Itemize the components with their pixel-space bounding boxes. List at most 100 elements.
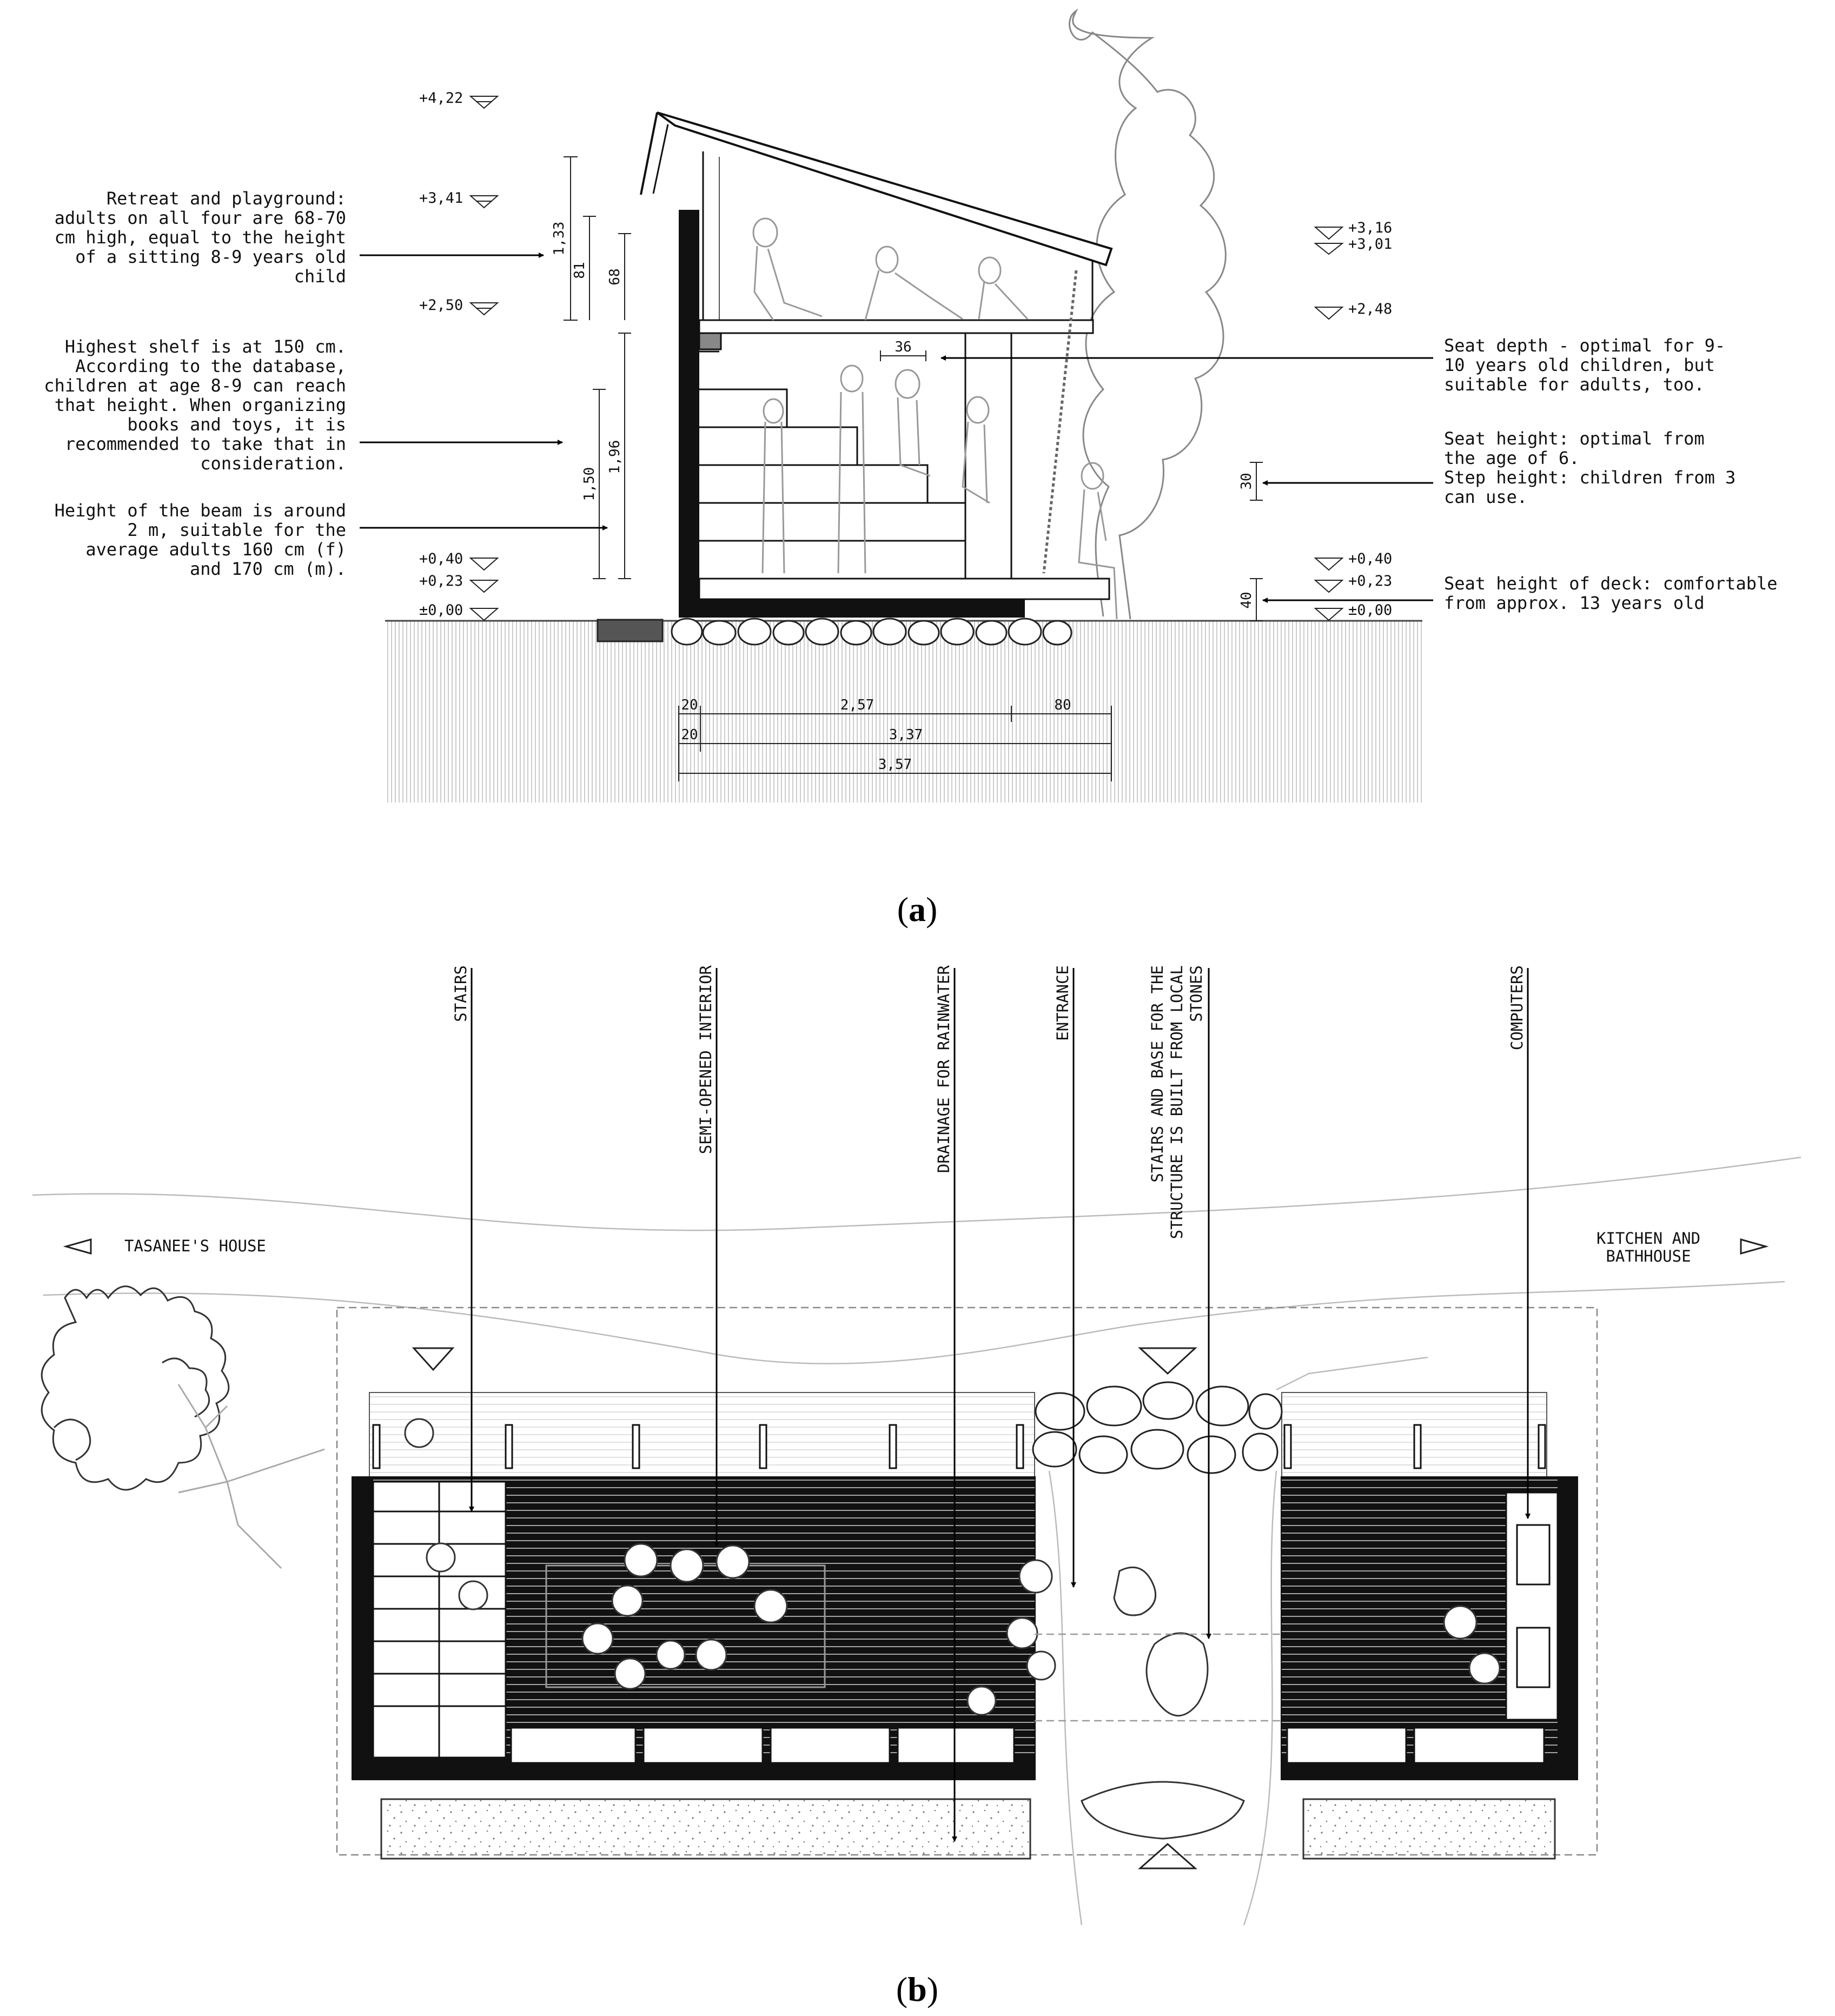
section-arrows <box>360 253 1433 603</box>
note-left-line: cm high, equal to the height <box>55 227 346 248</box>
note-left-line: recommended to take that in <box>65 434 346 454</box>
caption-a: (a) <box>897 890 938 929</box>
entrance-stones <box>1032 1381 1283 1474</box>
note-right-line: from approx. 13 years old <box>1444 593 1705 613</box>
plan-label-semi-opened: SEMI-OPENED INTERIOR <box>697 965 715 1154</box>
entrance-dashed-zone <box>1035 1633 1282 1722</box>
ground-hatch <box>385 621 1422 803</box>
level-label-right: +3,16 <box>1348 220 1392 236</box>
plan-label-computers: COMPUTERS <box>1508 965 1526 1050</box>
deck <box>698 578 1110 600</box>
plan-label-stairs: STAIRS <box>452 965 470 1022</box>
gravel-strip-right <box>1302 1798 1556 1860</box>
dim-vertical: 68 <box>607 268 623 285</box>
dim-horizontal: 20 <box>681 727 698 743</box>
note-left-line: children at age 8-9 can reach <box>44 375 346 396</box>
dim-horizontal: 2,57 <box>840 697 875 713</box>
level-label-right: +0,40 <box>1348 551 1392 567</box>
level-label-right: +2,48 <box>1348 301 1392 317</box>
note-right-line: 10 years old children, but <box>1444 355 1715 375</box>
note-right-line: Step height: children from 3 <box>1444 467 1735 488</box>
note-left-line: child <box>294 266 346 287</box>
dim-vertical: 1,96 <box>607 440 623 474</box>
stepping-stones <box>1081 1566 1245 1840</box>
dim-vertical: 81 <box>572 262 588 278</box>
level-label-left: ±0,00 <box>419 602 463 619</box>
level-label-right: +3,01 <box>1348 236 1392 253</box>
dim-vertical: 40 <box>1238 592 1255 608</box>
level-label-right: +0,23 <box>1348 573 1392 589</box>
section-left-annotations: Retreat and playground:adults on all fou… <box>44 188 346 579</box>
level-label-left: +0,40 <box>419 551 463 567</box>
roof <box>656 111 1113 267</box>
note-right-line: Seat height: optimal from <box>1444 428 1705 449</box>
note-left-line: Height of the beam is around <box>55 500 346 521</box>
note-left-line: and 170 cm (m). <box>190 559 346 579</box>
plan-b <box>32 1156 1801 1926</box>
plan-label-drainage: DRAINAGE FOR RAINWATER <box>935 965 953 1173</box>
note-left-line: that height. When organizing <box>55 395 346 415</box>
level-label-right: ±0,00 <box>1348 602 1392 619</box>
stone-foundation <box>597 618 1072 646</box>
note-right-line: can use. <box>1444 487 1527 507</box>
dim-horizontal: 3,57 <box>878 757 912 773</box>
dim-vertical: 1,50 <box>581 467 598 501</box>
level-label-left: +4,22 <box>419 90 463 107</box>
plan-label-stones: STAIRS AND BASE FOR THE <box>1148 965 1167 1183</box>
note-left-line: 2 m, suitable for the <box>127 520 346 540</box>
note-left-line: books and toys, it is <box>127 414 346 435</box>
sitting-figure-outside <box>1078 462 1118 620</box>
interior-figures <box>761 364 990 574</box>
note-left-line: Highest shelf is at 150 cm. <box>65 336 346 357</box>
plan-label-entrance: ENTRANCE <box>1054 965 1072 1041</box>
note-left-line: Retreat and playground: <box>107 188 346 209</box>
section-mark-left <box>412 1347 455 1371</box>
level-markers <box>469 96 1344 621</box>
label-kitchen-bathhouse-line: BATHHOUSE <box>1606 1247 1691 1265</box>
stairs-plan <box>372 1481 507 1759</box>
note-left-line: of a sitting 8-9 years old <box>75 247 346 267</box>
note-right-line: the age of 6. <box>1444 448 1579 468</box>
note-right-line: suitable for adults, too. <box>1444 374 1705 395</box>
plan-label-stones: STRUCTURE IS BUILT FROM LOCAL <box>1168 965 1186 1239</box>
railing-band-left <box>369 1392 1035 1485</box>
railing-posts <box>372 1424 1546 1469</box>
note-left-line: adults on all four are 68-70 <box>55 208 346 228</box>
tree-branches <box>177 1384 325 1569</box>
level-label-left: +2,50 <box>419 297 463 314</box>
tree-outline <box>1069 8 1227 620</box>
computer-desk <box>1505 1491 1559 1721</box>
dim-vertical: 30 <box>1238 473 1255 489</box>
note-left-line: consideration. <box>200 453 346 474</box>
arrow-to-kitchen <box>1740 1238 1769 1255</box>
section-a <box>385 8 1422 803</box>
section-dim-lines <box>564 156 1263 781</box>
section-level-labels: +4,22 +3,41 +2,50 +0,40 +0,23 ±0,00 +3,16+3,01… <box>419 90 1392 619</box>
level-label-left: +0,23 <box>419 573 463 589</box>
section-right-annotations: Seat depth - optimal for 9-10 years old … <box>1444 335 1778 613</box>
dim-seat-depth: 36 <box>895 339 911 355</box>
rain-chain <box>1042 270 1078 574</box>
bookshelves <box>510 1727 1545 1764</box>
plan-vertical-labels: STAIRS SEMI-OPENED INTERIOR DRAINAGE FOR R… <box>452 965 1526 1239</box>
left-wall <box>679 210 699 616</box>
note-right-line: Seat height of deck: comfortable <box>1444 573 1778 594</box>
level-label-left: +3,41 <box>419 190 463 207</box>
tree-canopy <box>41 1285 230 1491</box>
section-mark-bottom <box>1138 1842 1197 1869</box>
arrow-to-tasanee-house <box>63 1238 92 1255</box>
note-left-line: average adults 160 cm (f) <box>85 539 346 560</box>
dim-horizontal: 20 <box>681 697 698 713</box>
plan-arrows <box>469 968 1531 1842</box>
gravel-strip-left <box>380 1798 1031 1860</box>
section-mark-mid <box>1138 1347 1197 1375</box>
note-right-line: Seat depth - optimal for 9- <box>1444 335 1725 356</box>
label-kitchen-bathhouse-line: KITCHEN AND <box>1596 1229 1700 1248</box>
label-tasanee-house: TASANEE'S HOUSE <box>124 1237 266 1255</box>
dim-horizontal: 3,37 <box>889 727 923 743</box>
attic-figures <box>752 217 1029 321</box>
